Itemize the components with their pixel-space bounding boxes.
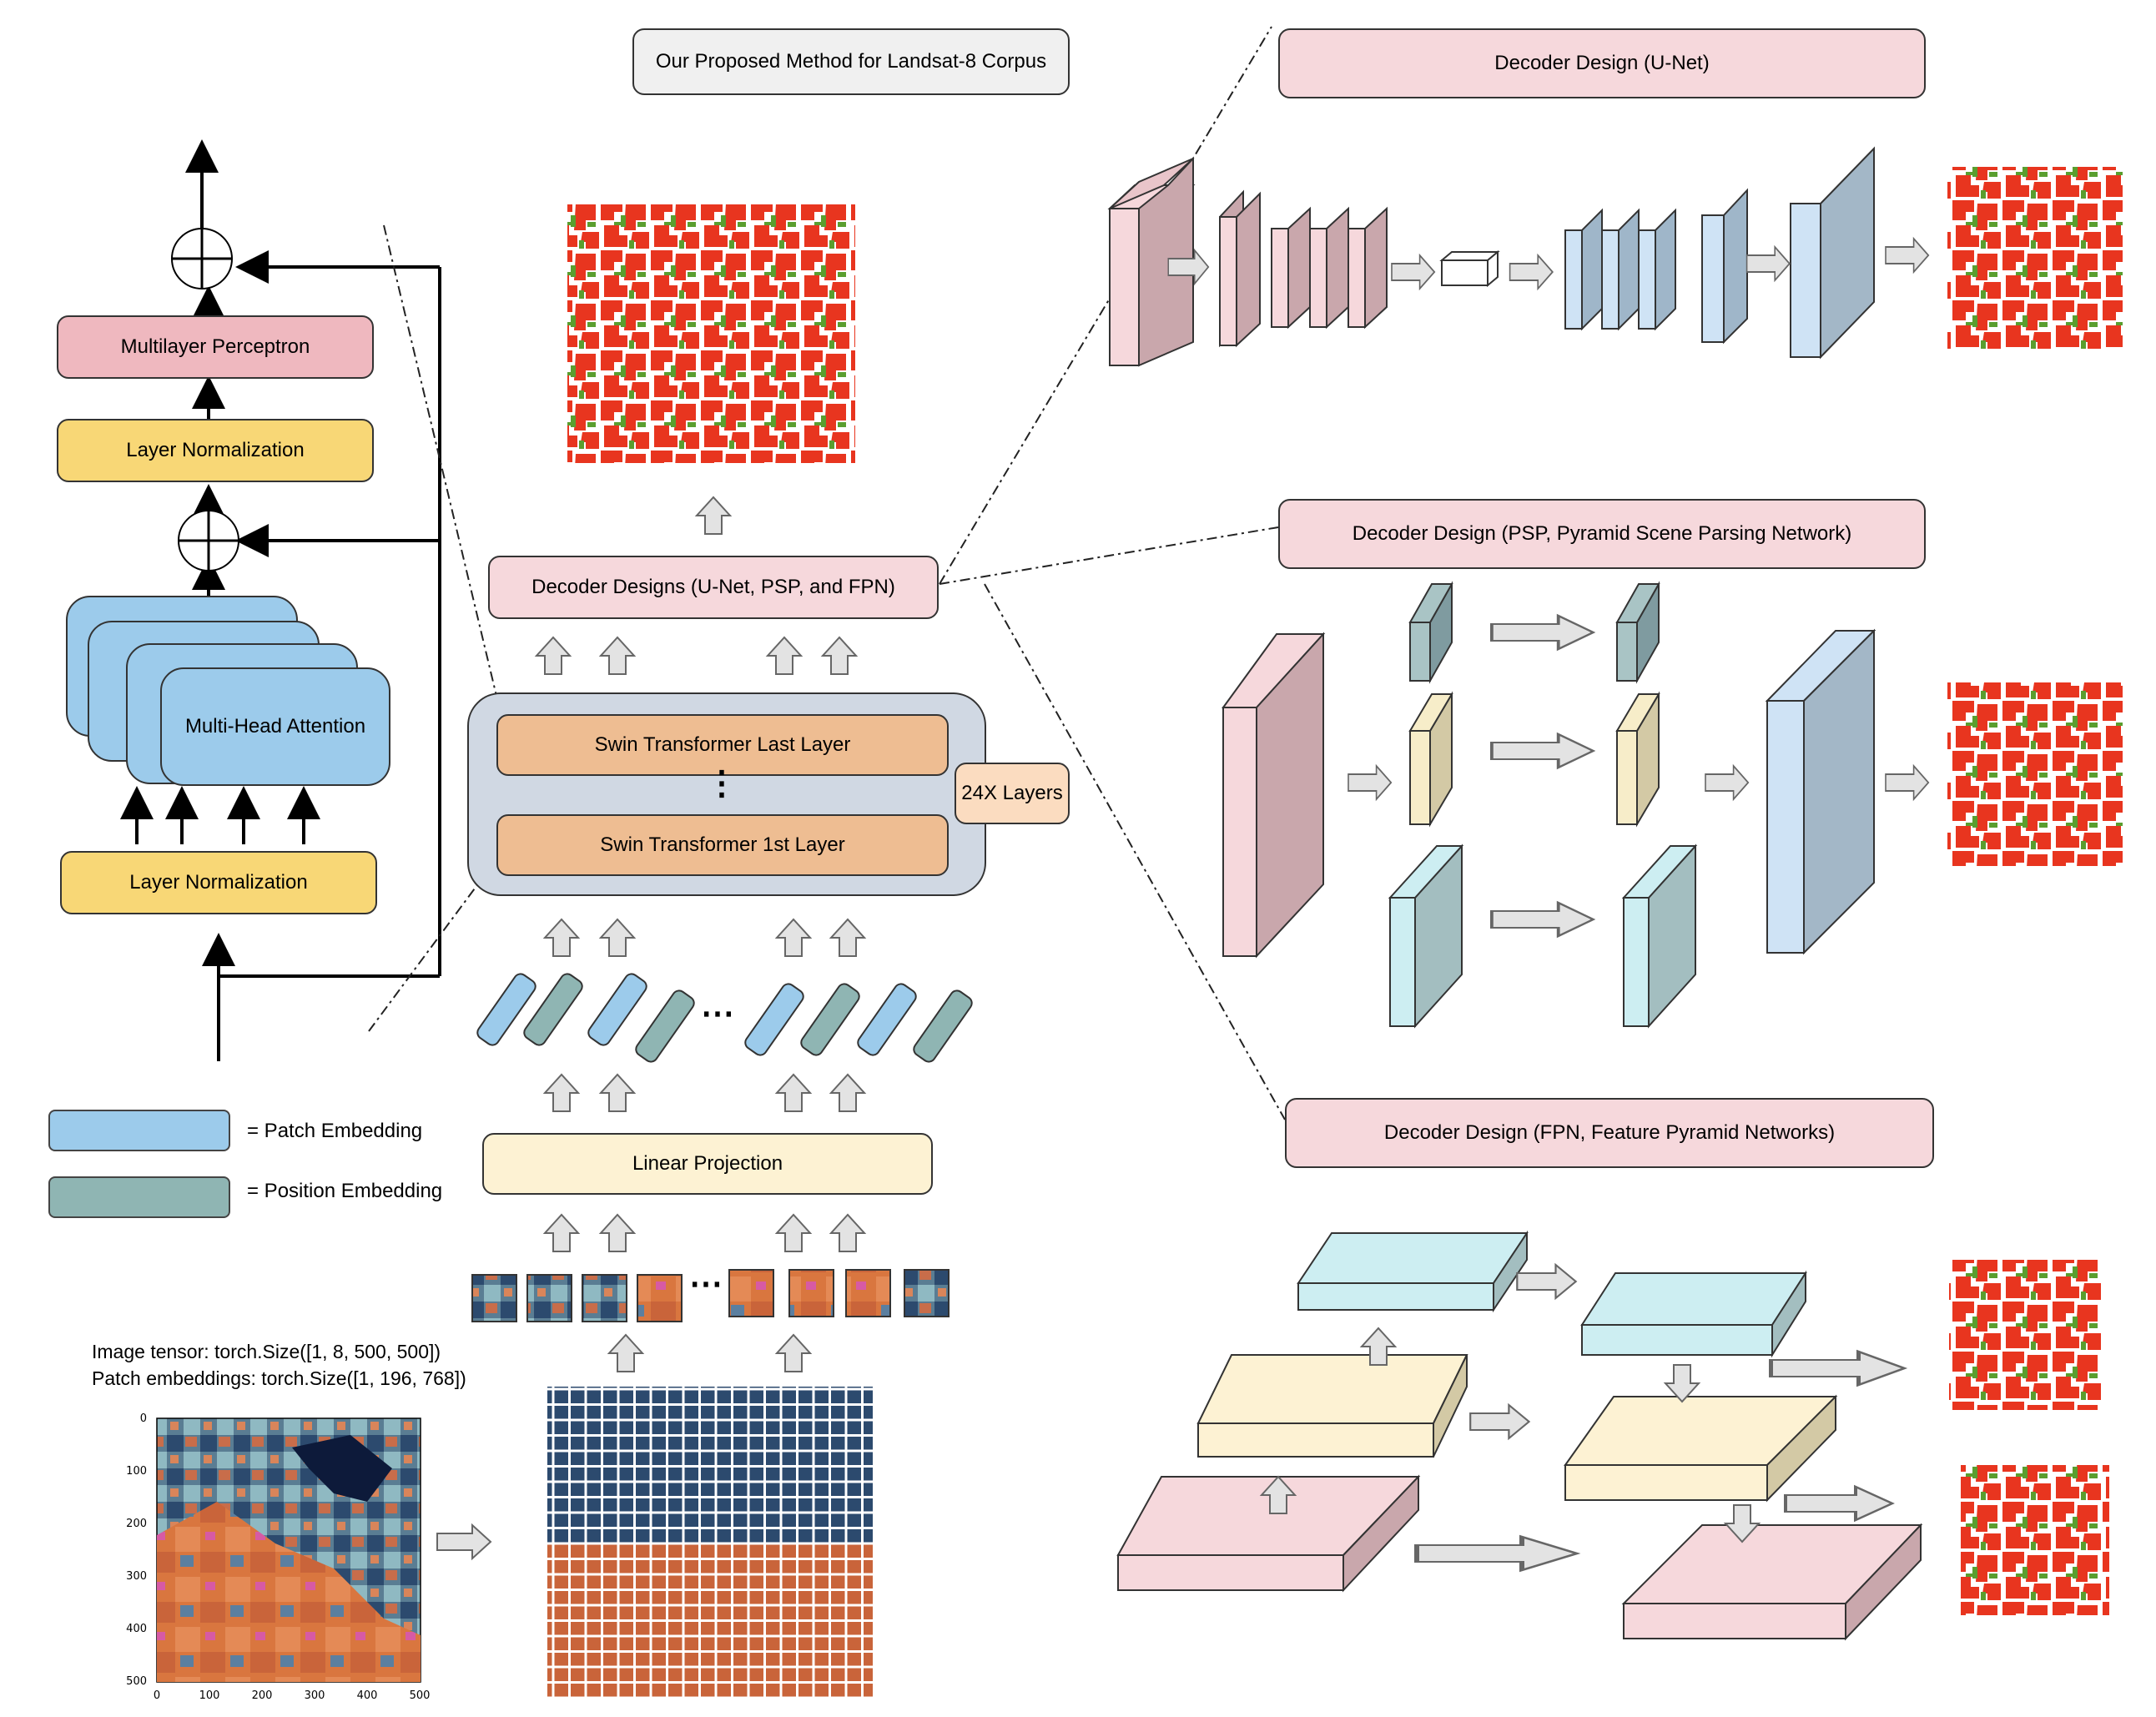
layer-norm-top: Layer Normalization <box>57 419 374 482</box>
legend-patch-label: = Patch Embedding <box>247 1120 423 1142</box>
y-tick-200: 200 <box>126 1518 147 1530</box>
satellite-plot <box>156 1417 421 1683</box>
linear-projection: Linear Projection <box>482 1133 933 1195</box>
output-mask-fpn-1 <box>1949 1260 2103 1410</box>
decoder-designs-box: Decoder Designs (U-Net, PSP, and FPN) <box>488 556 939 619</box>
fpn-diagram <box>1116 1230 1923 1641</box>
embedding-tokens <box>476 973 973 1063</box>
residual-add-mid <box>178 510 239 571</box>
layers-count-badge: 24X Layers <box>955 763 1070 824</box>
patch-embeddings-text: Patch embeddings: torch.Size([1, 196, 76… <box>92 1367 466 1389</box>
output-mask-psp <box>1947 682 2123 866</box>
mlp-block: Multilayer Perceptron <box>57 315 374 379</box>
x-tick-0: 0 <box>154 1689 160 1702</box>
image-tensor-text: Image tensor: torch.Size([1, 8, 500, 500… <box>92 1341 441 1362</box>
legend-position-label: = Position Embedding <box>247 1180 443 1202</box>
output-mask-main <box>567 204 855 463</box>
swin-last-layer: Swin Transformer Last Layer <box>496 714 949 776</box>
x-tick-400: 400 <box>357 1689 378 1702</box>
legend-position-swatch <box>48 1176 230 1218</box>
layer-norm-bottom: Layer Normalization <box>60 851 377 914</box>
plot-axes: 0 100 200 300 400 500 0 100 200 300 400 … <box>126 1412 430 1702</box>
output-mask-fpn-2 <box>1961 1465 2109 1615</box>
swin-first-layer: Swin Transformer 1st Layer <box>496 814 949 876</box>
residual-add-top <box>171 228 233 290</box>
multi-head-attention: Multi-Head Attention <box>160 667 390 786</box>
y-tick-500: 500 <box>126 1675 147 1688</box>
x-tick-300: 300 <box>305 1689 325 1702</box>
unet-diagram <box>1107 146 1875 367</box>
legend-patch-swatch <box>48 1110 230 1151</box>
patch-grid <box>547 1387 873 1698</box>
x-tick-100: 100 <box>199 1689 220 1702</box>
fpn-title: Decoder Design (FPN, Feature Pyramid Net… <box>1285 1098 1934 1168</box>
y-tick-300: 300 <box>126 1570 147 1583</box>
page-title: Our Proposed Method for Landsat-8 Corpus <box>632 28 1070 95</box>
layer-ellipsis: ⋮ <box>705 765 738 802</box>
psp-diagram <box>1222 581 1876 1029</box>
psp-title: Decoder Design (PSP, Pyramid Scene Parsi… <box>1278 499 1926 569</box>
y-tick-0: 0 <box>140 1412 147 1425</box>
y-tick-100: 100 <box>126 1465 147 1478</box>
x-tick-500: 500 <box>410 1689 431 1702</box>
patch-ellipsis: ⋯ <box>689 1266 723 1302</box>
patch-thumbnails <box>471 1269 950 1322</box>
unet-title: Decoder Design (U-Net) <box>1278 28 1926 98</box>
y-tick-400: 400 <box>126 1623 147 1635</box>
token-ellipsis: ⋯ <box>701 995 734 1032</box>
x-tick-200: 200 <box>252 1689 273 1702</box>
output-mask-unet <box>1947 167 2123 350</box>
